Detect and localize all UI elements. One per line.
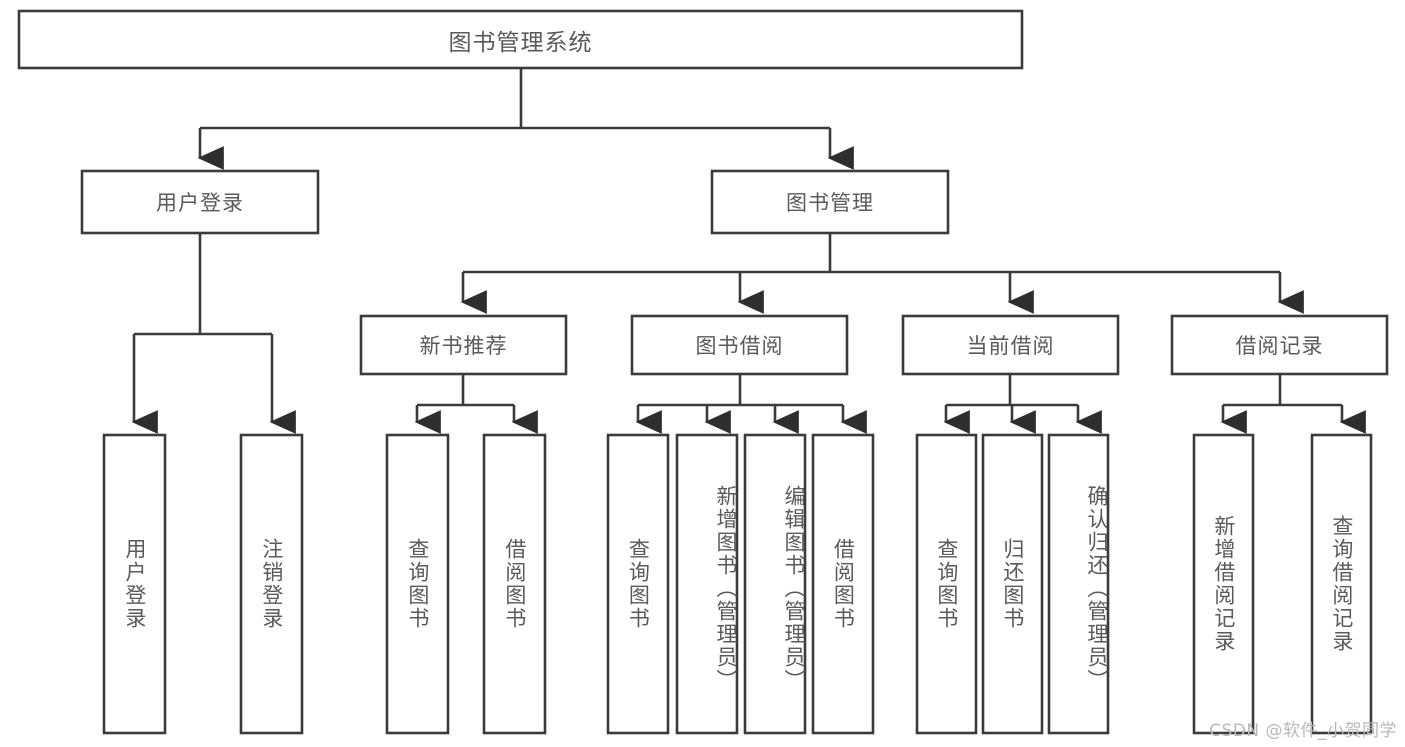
node-leaf-user-login[interactable] (102, 433, 167, 735)
node-current-borrow[interactable] (901, 314, 1120, 376)
node-leaf-query-borrow-record[interactable] (1310, 433, 1373, 735)
node-leaf-confirm-return-admin[interactable] (1047, 433, 1110, 735)
node-leaf-query-book-new[interactable] (385, 433, 450, 735)
node-book-management[interactable] (710, 169, 950, 235)
node-leaf-add-borrow-record[interactable] (1192, 433, 1255, 735)
node-leaf-query-book-current[interactable] (915, 433, 978, 735)
node-new-book-recommend[interactable] (359, 314, 568, 376)
node-leaf-borrow-book[interactable] (811, 433, 875, 735)
node-book-borrow[interactable] (630, 314, 849, 376)
node-leaf-return-book[interactable] (981, 433, 1044, 735)
node-leaf-add-book-admin[interactable] (675, 433, 739, 735)
node-leaf-borrow-book-new[interactable] (482, 433, 547, 735)
node-leaf-query-book-borrow[interactable] (606, 433, 670, 735)
watermark-credit: CSDN @软件_小贺同学 (1209, 721, 1397, 741)
node-leaf-logout[interactable] (239, 433, 304, 735)
node-leaf-edit-book-admin[interactable] (743, 433, 807, 735)
node-borrow-record[interactable] (1170, 314, 1389, 376)
node-user-login[interactable] (80, 169, 320, 235)
node-root-system[interactable] (17, 9, 1024, 70)
